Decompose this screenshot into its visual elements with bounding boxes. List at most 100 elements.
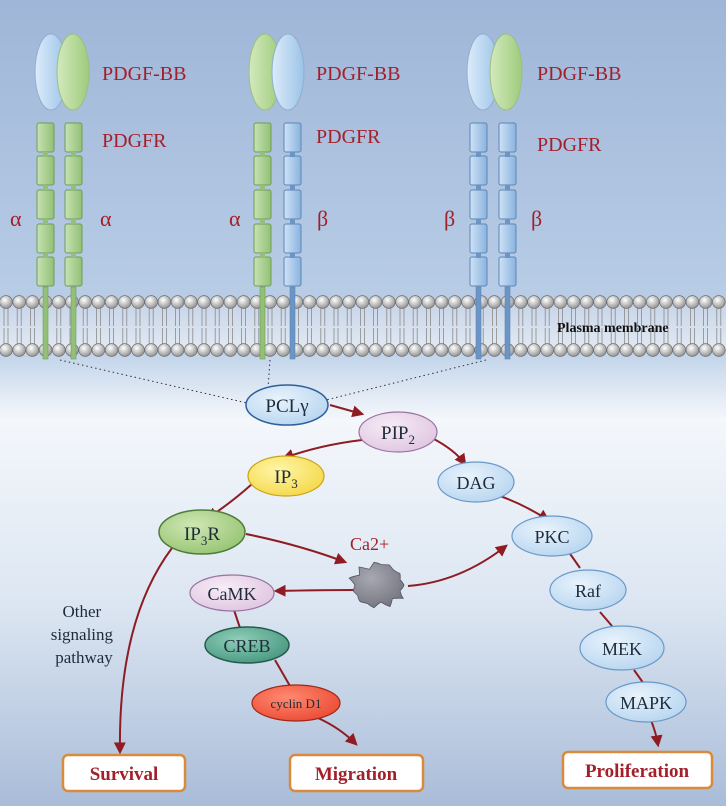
- ig-domain: [254, 123, 271, 152]
- receptor-label-1: PDGFR: [102, 130, 167, 152]
- ig-domain: [65, 123, 82, 152]
- node-dag: DAG: [438, 462, 514, 502]
- lipid-head: [712, 296, 725, 309]
- lipid-head: [92, 344, 105, 357]
- lipid-head: [118, 344, 131, 357]
- outcome-proliferation: Proliferation: [563, 752, 712, 788]
- lipid-head: [580, 344, 593, 357]
- ig-domain: [65, 224, 82, 253]
- node-ip3: IP3: [248, 456, 324, 496]
- domain-linker: [505, 253, 510, 258]
- lipid-head: [316, 296, 329, 309]
- ig-domain: [499, 224, 516, 253]
- lipid-head: [594, 296, 607, 309]
- lipid-head: [541, 296, 554, 309]
- lipid-head: [514, 296, 527, 309]
- lipid-head: [594, 344, 607, 357]
- lipid-head: [92, 296, 105, 309]
- ig-domain: [37, 190, 54, 219]
- lipid-head: [699, 296, 712, 309]
- domain-linker: [260, 219, 265, 224]
- lipid-head: [224, 344, 237, 357]
- lipid-head: [607, 296, 620, 309]
- ig-domain: [499, 156, 516, 185]
- ligand-label-3: PDGF-BB: [537, 63, 621, 85]
- node-cyclin-d1: cyclin D1: [252, 685, 340, 721]
- node-dag-label: DAG: [457, 473, 496, 493]
- transmembrane-stalk: [505, 287, 510, 359]
- domain-linker: [476, 253, 481, 258]
- arrow-calcium-camk: [276, 590, 355, 591]
- domain-linker: [71, 219, 76, 224]
- transmembrane-stalk: [476, 287, 481, 359]
- node-camk: CaMK: [190, 575, 274, 611]
- ig-domain: [254, 190, 271, 219]
- lipid-head: [646, 344, 659, 357]
- chain-label-beta-3a: β: [444, 206, 455, 231]
- lipid-head: [303, 296, 316, 309]
- lipid-head: [184, 344, 197, 357]
- lipid-head: [158, 296, 171, 309]
- lipid-head: [409, 296, 422, 309]
- ig-domain: [254, 156, 271, 185]
- ig-domain: [284, 156, 301, 185]
- node-mapk-label: MAPK: [620, 693, 672, 713]
- lipid-head: [514, 344, 527, 357]
- domain-linker: [505, 219, 510, 224]
- lipid-head: [673, 344, 686, 357]
- ig-domain: [470, 123, 487, 152]
- ig-domain: [284, 224, 301, 253]
- lipid-head: [699, 344, 712, 357]
- node-ip3-base: IP: [274, 467, 291, 488]
- transmembrane-stalk: [260, 287, 265, 359]
- node-ip3r-base: IP: [184, 524, 201, 545]
- outcome-survival: Survival: [63, 755, 185, 791]
- lipid-head: [184, 296, 197, 309]
- transmembrane-stalk: [71, 287, 76, 359]
- domain-linker: [43, 185, 48, 190]
- node-creb: CREB: [205, 627, 289, 663]
- ig-domain: [470, 156, 487, 185]
- lipid-head: [528, 296, 541, 309]
- lipid-head: [0, 344, 12, 357]
- lipid-head: [382, 296, 395, 309]
- transmembrane-stalk: [290, 287, 295, 359]
- domain-linker: [290, 152, 295, 157]
- lipid-head: [660, 344, 673, 357]
- lipid-head: [132, 296, 145, 309]
- other-pathway-line-2: signaling: [51, 625, 114, 644]
- lipid-head: [422, 344, 435, 357]
- node-ip3-sub: 3: [291, 476, 298, 491]
- ig-domain: [65, 190, 82, 219]
- chain-label-alpha-1b: α: [100, 206, 112, 231]
- lipid-head: [580, 296, 593, 309]
- chain-label-alpha-2: α: [229, 206, 241, 231]
- lipid-head: [145, 344, 158, 357]
- lipid-head: [554, 344, 567, 357]
- lipid-head: [330, 344, 343, 357]
- node-ip3r-tail: R: [207, 524, 220, 545]
- lipid-head: [686, 344, 699, 357]
- lipid-head: [224, 296, 237, 309]
- lipid-head: [528, 344, 541, 357]
- lipid-head: [382, 344, 395, 357]
- lipid-head: [211, 296, 224, 309]
- lipid-head: [316, 344, 329, 357]
- domain-linker: [260, 152, 265, 157]
- domain-linker: [43, 219, 48, 224]
- ig-domain: [254, 257, 271, 286]
- ligand-monomer-green: [490, 34, 522, 110]
- domain-linker: [71, 185, 76, 190]
- lipid-head: [158, 344, 171, 357]
- lipid-head: [237, 296, 250, 309]
- ig-domain: [499, 123, 516, 152]
- domain-linker: [43, 253, 48, 258]
- lipid-head: [567, 344, 580, 357]
- lipid-head: [396, 296, 409, 309]
- lipid-head: [198, 296, 211, 309]
- ig-domain: [470, 190, 487, 219]
- node-raf: Raf: [550, 570, 626, 610]
- lipid-head: [633, 296, 646, 309]
